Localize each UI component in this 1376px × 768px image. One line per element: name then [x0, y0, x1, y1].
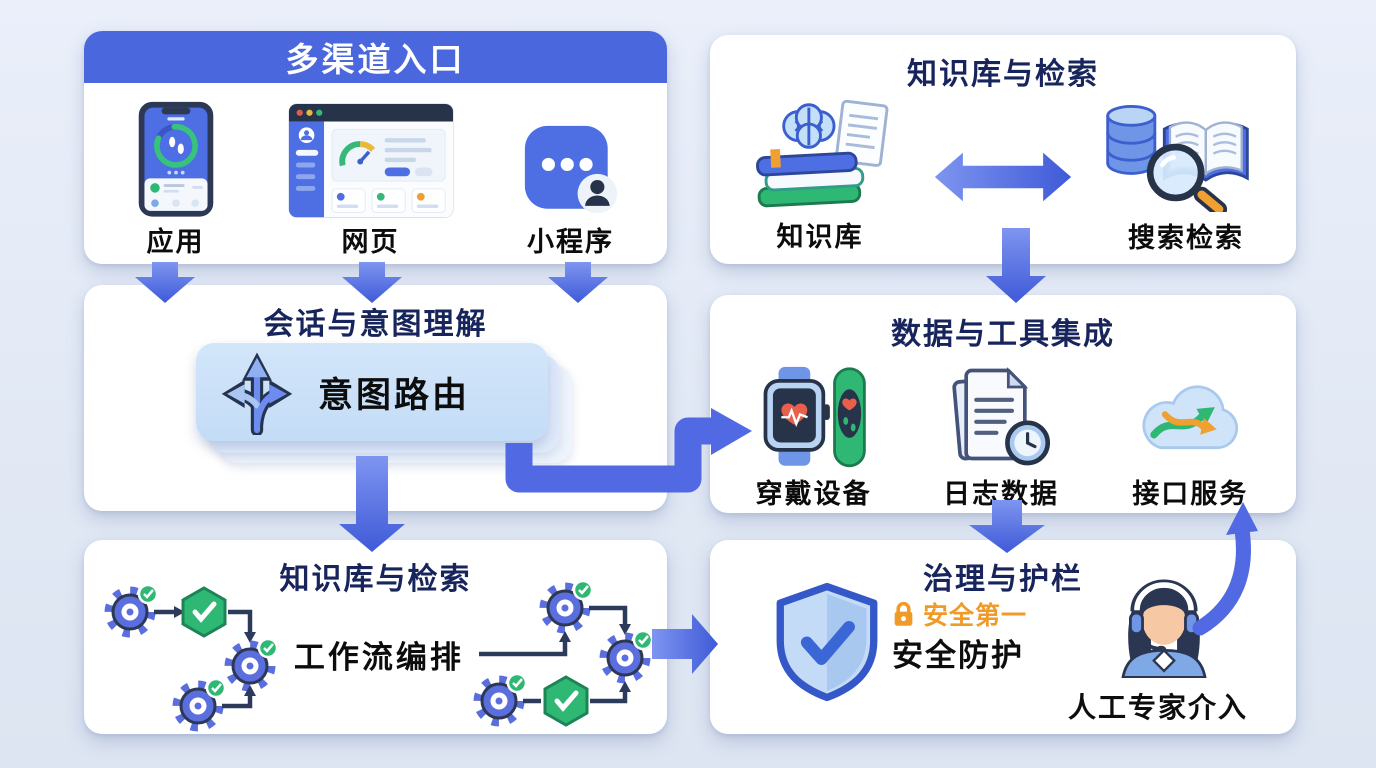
log-data-label: 日志数据 [942, 479, 1059, 509]
safety-first-badge: 安全第一 [892, 596, 1027, 632]
box-workflow-orchestration: 知识库与检索 工作流编排 [84, 540, 667, 734]
channel-label: 小程序 [527, 227, 614, 257]
knowledge-row: 知识库 [710, 97, 1296, 255]
intent-card-stack: 意图路由 [196, 343, 572, 463]
safety-first-label: 安全第一 [923, 602, 1028, 630]
channel-item-web: 网页 [287, 103, 454, 259]
search-retrieval-item: 搜索检索 [1077, 97, 1295, 255]
miniprogram-icon [524, 125, 617, 214]
knowledge-base-label: 知识库 [776, 222, 864, 253]
support-agent-icon [1121, 579, 1207, 679]
human-expert-label: 人工专家介入 [1068, 692, 1249, 723]
log-data-item: 日志数据 [943, 365, 1059, 511]
box-conversation-intent: 会话与意图理解 [84, 285, 667, 511]
wearables-label: 穿戴设备 [755, 479, 872, 509]
knowledge-base-item: 知识库 [711, 97, 929, 254]
search-retrieval-label: 搜索检索 [1128, 223, 1244, 254]
mobile-app-icon [138, 101, 213, 217]
box-data-tools: 数据与工具集成 穿戴设备 [710, 295, 1296, 513]
box-knowledge-retrieval: 知识库与检索 [710, 35, 1296, 264]
web-browser-icon [287, 103, 454, 218]
box-title: 知识库与检索 [907, 58, 1099, 91]
box-multichannel-entry: 多渠道入口 [84, 31, 667, 264]
security-protection-label: 安全防护 [892, 638, 1024, 673]
workflow-label: 工作流编排 [293, 640, 464, 675]
box-title: 治理与护栏 [923, 563, 1083, 596]
channel-item-miniprogram: 小程序 [523, 124, 619, 259]
channel-label: 网页 [341, 227, 400, 257]
channel-row: 应用 [84, 83, 667, 259]
multichannel-entry-header: 多渠道入口 [84, 31, 667, 83]
workflow-cluster-right [463, 580, 654, 732]
security-shield-icon [776, 582, 878, 702]
box-governance-guardrails: 治理与护栏 安全第一 安全防护 人 [710, 540, 1296, 734]
channel-item-app: 应用 [133, 100, 219, 259]
box-title: 知识库与检索 [279, 563, 472, 596]
intent-routing-card: 意图路由 [196, 343, 548, 441]
api-services-label: 接口服务 [1132, 479, 1249, 509]
lock-icon [894, 601, 913, 626]
box-title: 多渠道入口 [285, 41, 466, 78]
data-tools-row: 穿戴设备 日志数据 [710, 353, 1296, 511]
workflow-cluster-left [90, 583, 279, 732]
box-title: 会话与意图理解 [263, 308, 488, 341]
bidirectional-arrow [934, 152, 1072, 202]
knowledge-books-icon [756, 99, 889, 208]
box-title: 数据与工具集成 [891, 318, 1115, 351]
wearables-item: 穿戴设备 [756, 365, 872, 511]
branch-arrows-icon [221, 352, 293, 436]
cloud-api-icon [1142, 385, 1239, 450]
intent-routing-label: 意图路由 [318, 375, 471, 415]
channel-label: 应用 [146, 227, 205, 257]
wearable-devices-icon [763, 367, 866, 468]
search-retrieval-icon [1106, 105, 1249, 213]
log-document-icon [952, 367, 1051, 466]
api-services-item: 接口服务 [1130, 372, 1250, 511]
